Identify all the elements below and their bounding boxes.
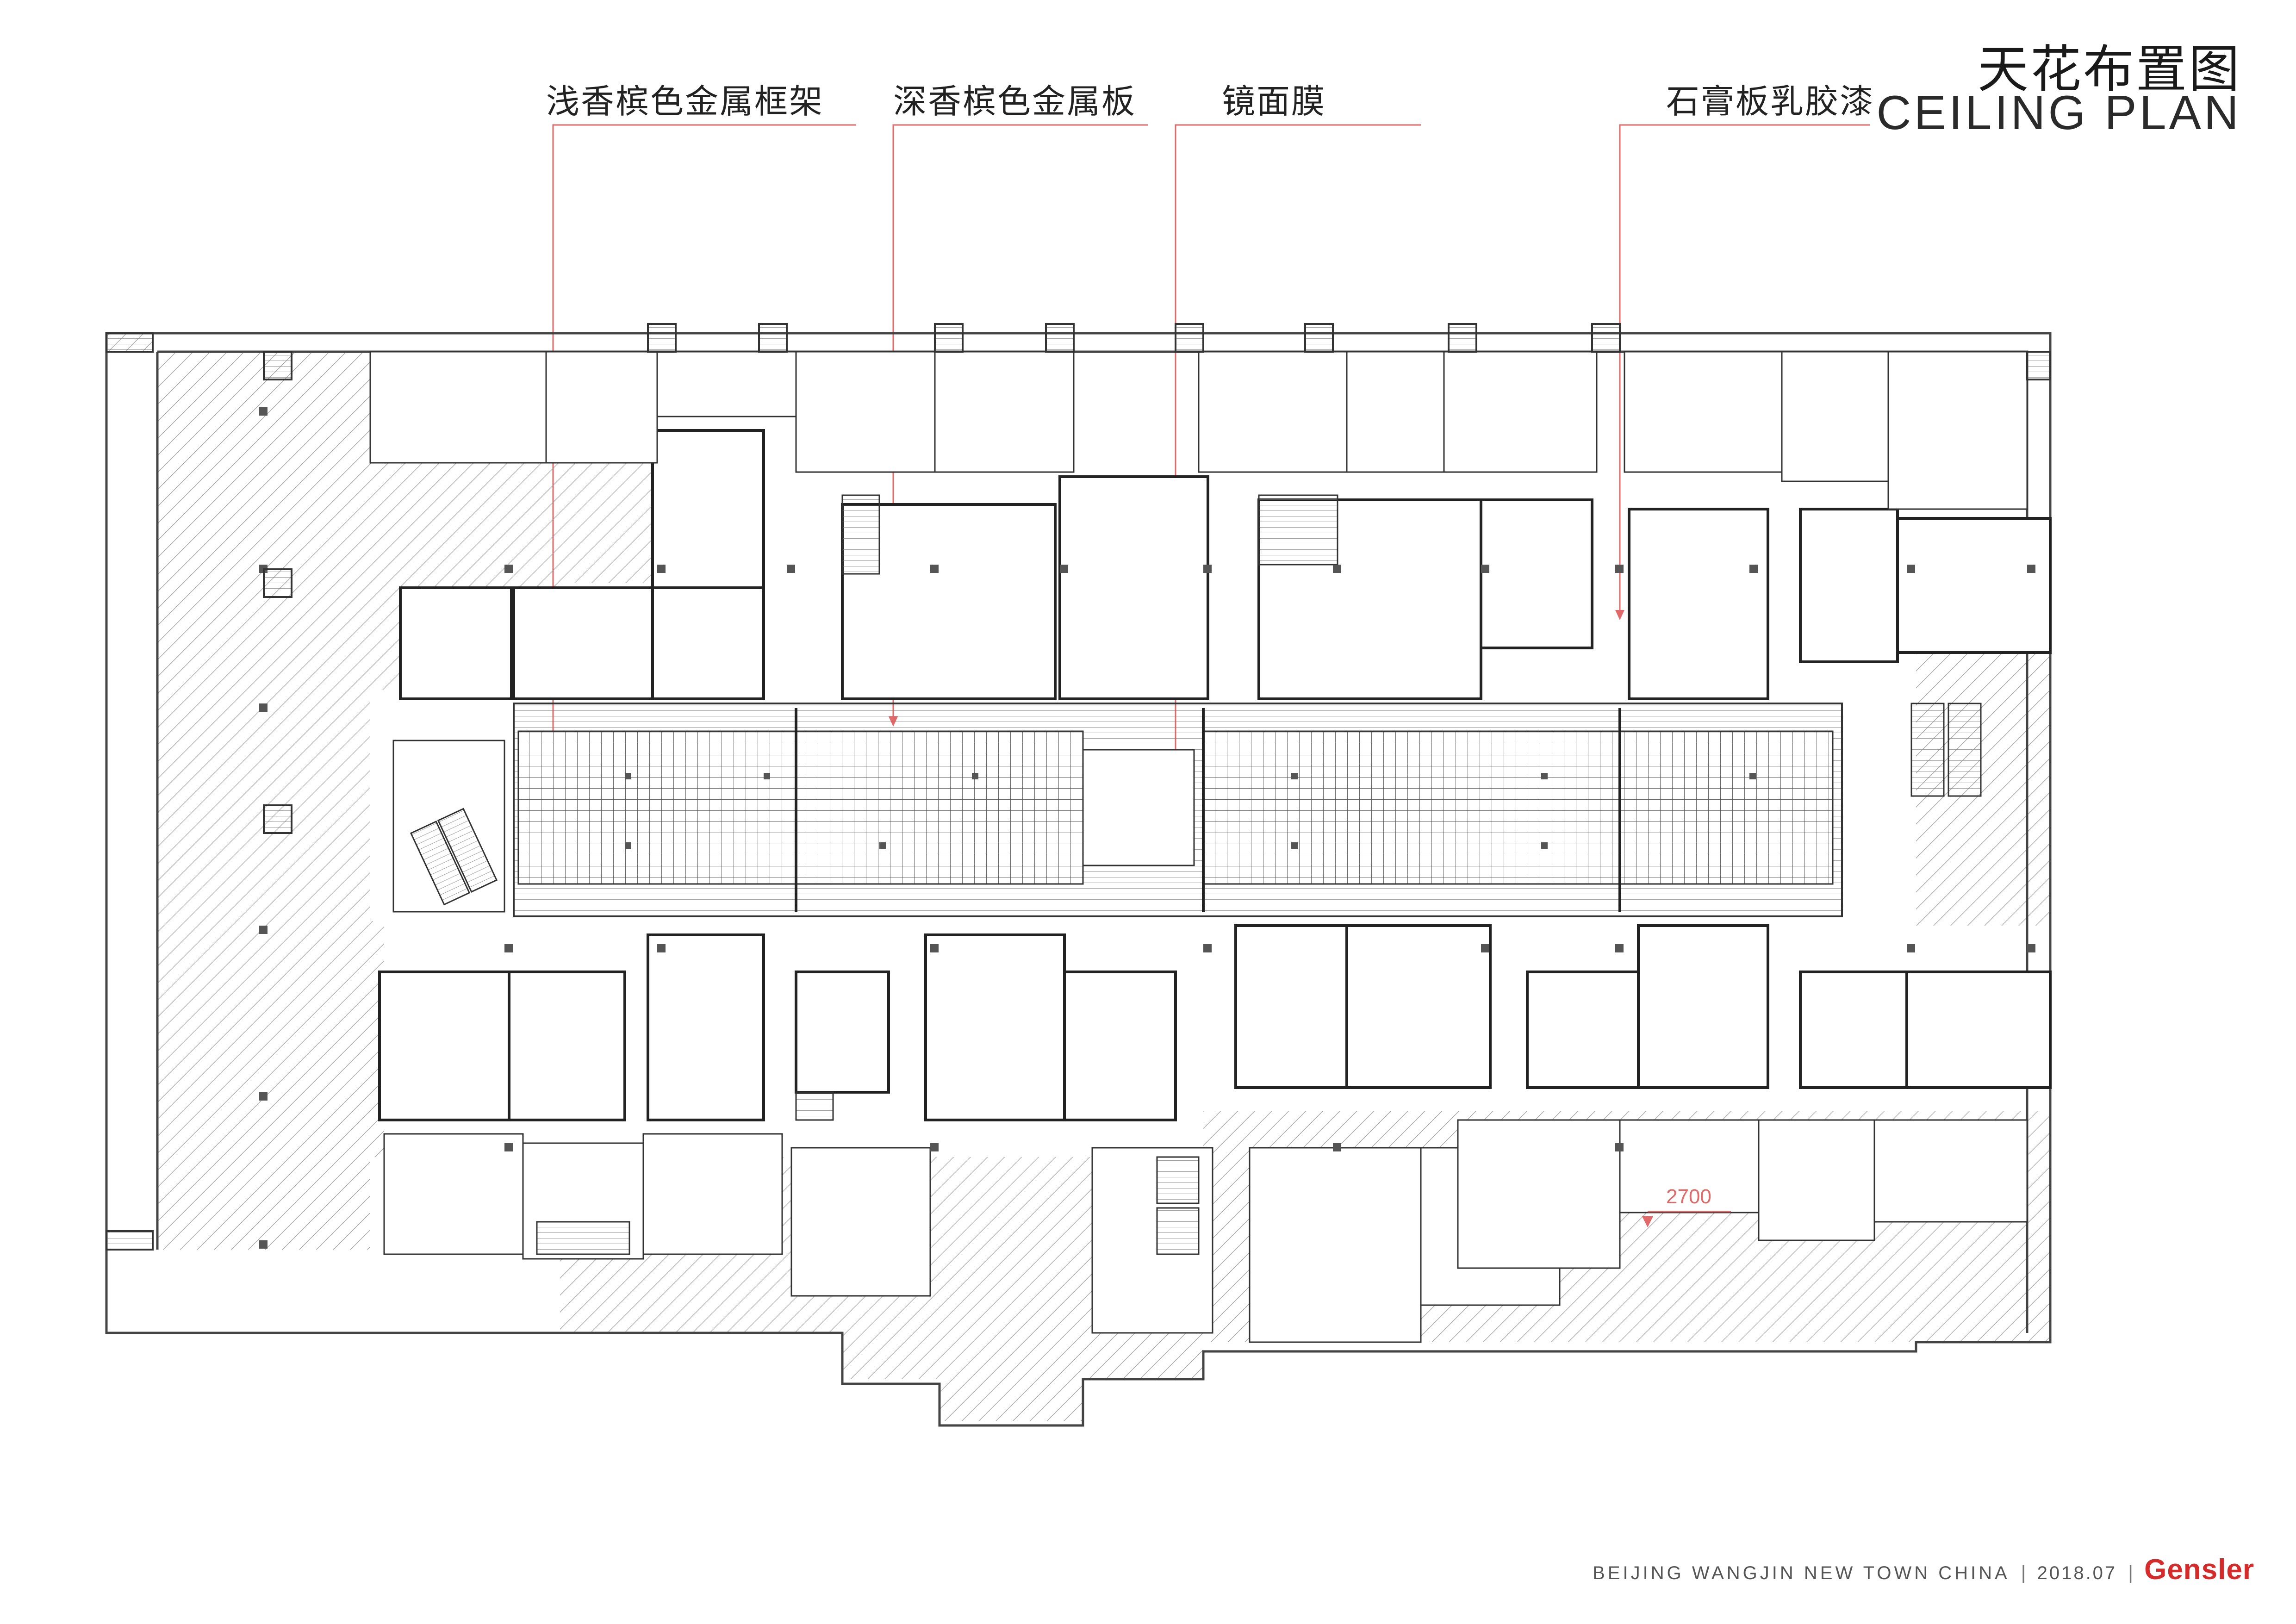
brand-logo: Gensler (2144, 1554, 2254, 1586)
footer-separator-2: | (2128, 1562, 2134, 1583)
perimeter-pilasters (106, 323, 2051, 1251)
mirror-film-panel (1082, 749, 1195, 866)
issue-date: 2018.07 (2037, 1563, 2117, 1583)
service-cores-north (369, 351, 2028, 575)
footer-separator: | (2021, 1562, 2026, 1583)
page-title-cn: 天花布置图 (1978, 40, 2241, 99)
project-name: BEIJING WANGJIN NEW TOWN CHINA (1593, 1563, 2010, 1583)
east-escalator (1910, 703, 1982, 797)
footer: BEIJING WANGJIN NEW TOWN CHINA | 2018.07… (1593, 1553, 2254, 1586)
service-cores-south (383, 1091, 2028, 1343)
west-escalator-void (392, 740, 505, 913)
atrium-ceiling (513, 703, 1843, 917)
page-title-en: CEILING PLAN (1876, 86, 2241, 140)
legend-label-gypsum-board-paint: 石膏板乳胶漆 (1666, 82, 1875, 121)
legend-label-mirror-film: 镜面膜 (1222, 82, 1326, 121)
structural-columns (259, 407, 2035, 1249)
ceiling-height-annotation: 2700 (1642, 1185, 1731, 1227)
ceiling-height-label: 2700 (1666, 1185, 1711, 1208)
legend-label-dark-champagne-panel: 深香槟色金属板 (893, 82, 1137, 121)
legend-label-light-champagne-frame: 浅香槟色金属框架 (546, 82, 824, 121)
leader-gypsum-board (1619, 124, 1870, 616)
shop-units-south (378, 924, 2052, 1121)
